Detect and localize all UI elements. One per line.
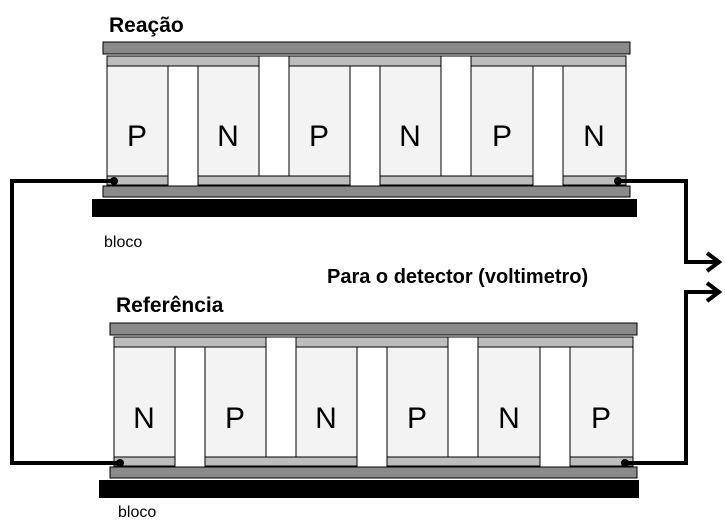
junction-dot bbox=[621, 459, 629, 467]
top-element-label: N bbox=[399, 120, 421, 153]
left-connection-wire bbox=[10, 179, 120, 465]
top-separator bbox=[532, 65, 564, 187]
top-output-wire bbox=[618, 179, 718, 264]
top-element: N bbox=[562, 65, 627, 177]
top-element-label: P bbox=[309, 120, 329, 153]
bottom-plate-lower bbox=[109, 466, 638, 479]
bottom-output-wire bbox=[625, 290, 718, 465]
bottom-module-title: Referência bbox=[116, 294, 224, 317]
circuit-wires bbox=[10, 179, 718, 465]
bottom-lower-strip bbox=[204, 456, 358, 467]
top-element-label: N bbox=[217, 120, 239, 153]
top-element: N bbox=[197, 65, 260, 177]
bottom-element-label: P bbox=[591, 402, 611, 435]
bottom-element-label: N bbox=[133, 402, 155, 435]
top-element-label: N bbox=[583, 120, 605, 153]
top-upper-strip-1 bbox=[106, 55, 262, 67]
top-module-title: Reação bbox=[109, 14, 184, 37]
bottom-module: Referência N P N P N bbox=[99, 294, 639, 520]
top-lower-strip bbox=[379, 175, 534, 186]
top-plate-lower bbox=[102, 185, 631, 198]
top-element-label: P bbox=[492, 120, 512, 153]
bottom-element: N bbox=[113, 346, 176, 458]
bottom-element-label: N bbox=[315, 402, 337, 435]
top-upper-strip-3 bbox=[470, 55, 627, 67]
top-separator bbox=[349, 65, 381, 187]
bottom-upper-strip-3 bbox=[477, 336, 634, 348]
top-lower-strip bbox=[197, 175, 351, 186]
top-element: P bbox=[470, 65, 534, 177]
bottom-separator bbox=[265, 336, 297, 460]
bottom-plate-upper bbox=[109, 322, 638, 336]
top-element: N bbox=[379, 65, 442, 177]
top-separator bbox=[258, 55, 290, 179]
bottom-element: P bbox=[569, 346, 634, 458]
top-separator bbox=[440, 55, 472, 179]
bottom-element: P bbox=[386, 346, 449, 458]
bottom-element: N bbox=[477, 346, 541, 458]
bottom-separator bbox=[539, 346, 571, 468]
bottom-element: N bbox=[295, 346, 358, 458]
bottom-element-label: P bbox=[225, 402, 245, 435]
top-upper-strip-2 bbox=[288, 55, 444, 67]
detector-label: Para o detector (voltimetro) bbox=[327, 266, 588, 288]
top-block-label: bloco bbox=[104, 234, 142, 251]
bottom-separator bbox=[174, 346, 206, 468]
junction-dot bbox=[110, 177, 118, 185]
bottom-upper-strip-1 bbox=[113, 336, 269, 348]
bottom-upper-strip-2 bbox=[295, 336, 451, 348]
top-separator bbox=[167, 65, 199, 187]
bottom-lower-strip bbox=[386, 456, 541, 467]
arrow-right-icon bbox=[705, 251, 723, 273]
top-plate-upper bbox=[102, 41, 631, 55]
bottom-heat-block bbox=[99, 480, 639, 498]
top-element-label: P bbox=[127, 120, 147, 153]
top-element: P bbox=[106, 65, 169, 177]
top-module: Reação P N P N P bbox=[92, 14, 637, 251]
arrow-right-icon bbox=[705, 281, 723, 303]
bottom-element: P bbox=[204, 346, 267, 458]
bottom-separator bbox=[356, 346, 388, 468]
top-heat-block bbox=[92, 199, 637, 217]
junction-dot bbox=[116, 459, 124, 467]
bottom-separator bbox=[447, 336, 479, 460]
bottom-element-label: N bbox=[498, 402, 520, 435]
bottom-block-label: bloco bbox=[118, 504, 156, 520]
junction-dot bbox=[614, 177, 622, 185]
top-element: P bbox=[288, 65, 351, 177]
bottom-element-label: P bbox=[407, 402, 427, 435]
